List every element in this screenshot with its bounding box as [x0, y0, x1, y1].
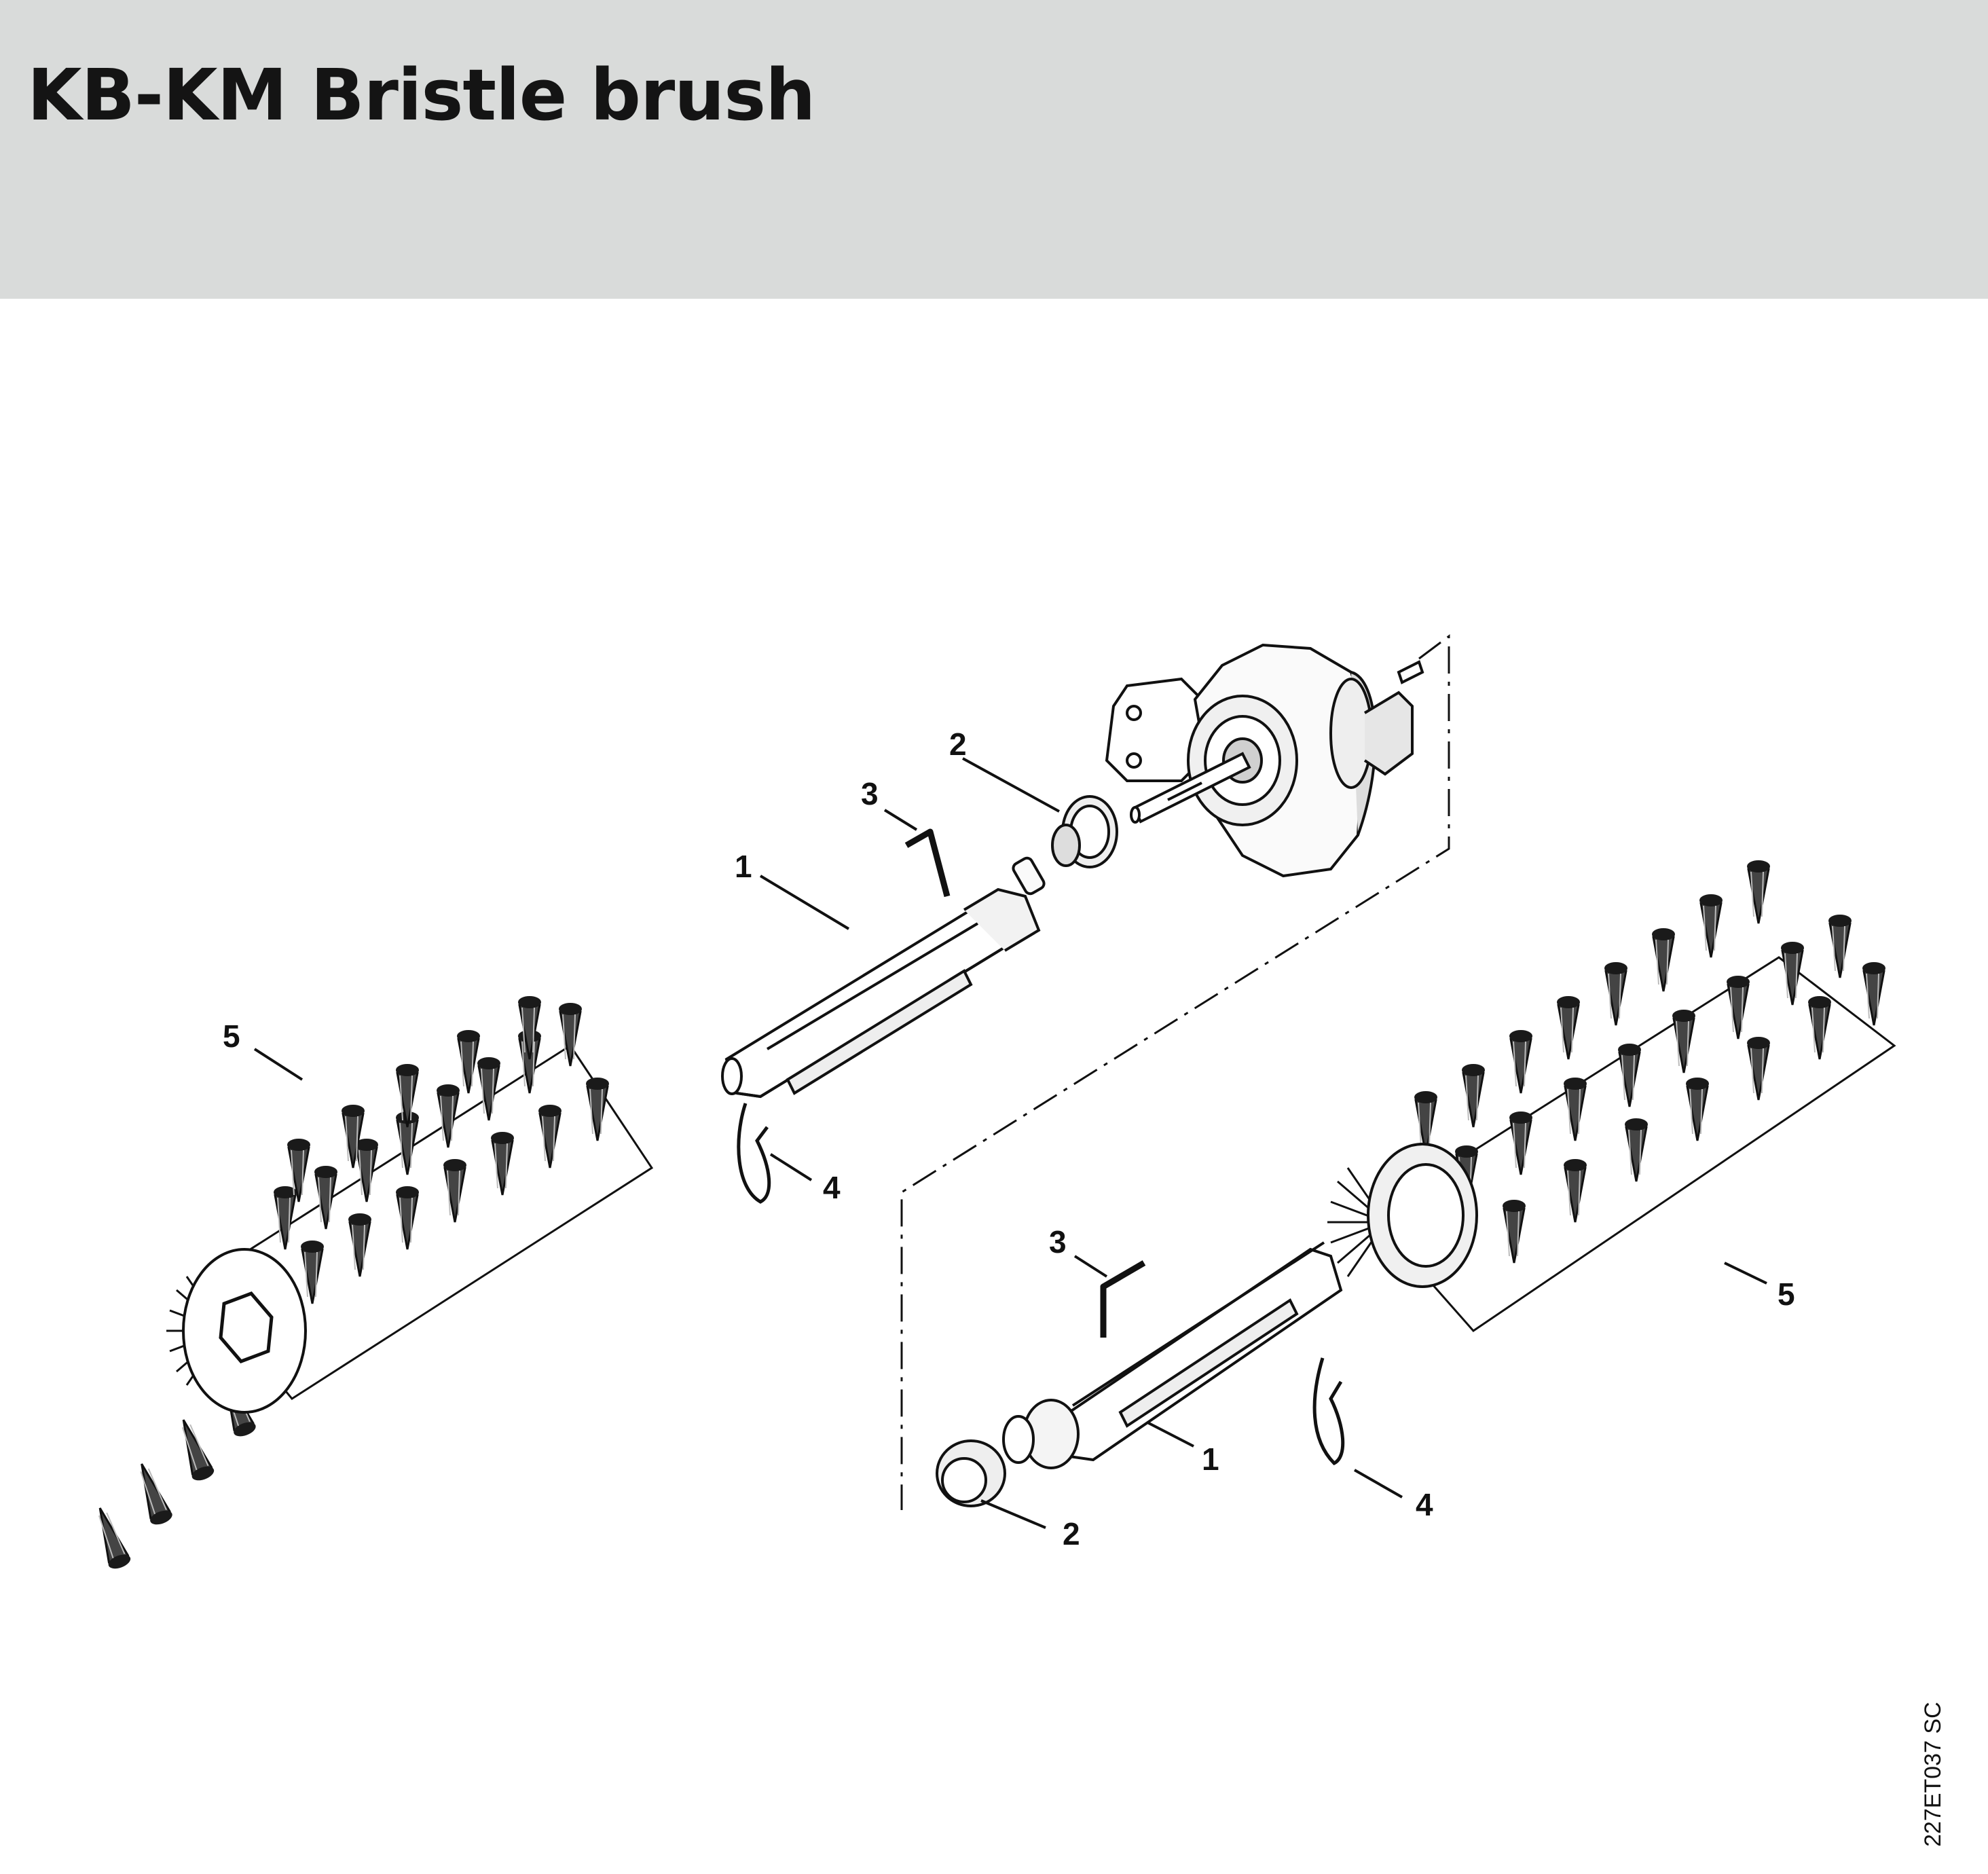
callout-4-bottom: 4: [1416, 1487, 1433, 1522]
callout-2-top: 2: [949, 727, 967, 762]
gearbox-housing: [1105, 643, 1414, 878]
callout-3-bottom: 3: [1049, 1224, 1067, 1260]
bent-pin-upper: [904, 828, 951, 898]
page-header: [0, 0, 1988, 299]
hair-clip-upper: [737, 1103, 771, 1204]
callout-5-left: 5: [223, 1018, 240, 1054]
bushing-upper: [1051, 795, 1118, 868]
callout-1-top: 1: [735, 849, 752, 884]
callout-4-top: 4: [823, 1170, 841, 1205]
bent-pin-lower: [1100, 1260, 1146, 1338]
page-title: KB-KM Bristle brush: [27, 54, 815, 136]
leader-lines: [253, 757, 1767, 1529]
callout-1-bottom: 1: [1202, 1441, 1219, 1477]
drive-shaft: [1130, 660, 1424, 824]
bristle-brush-left: [88, 995, 654, 1573]
callout-2-bottom: 2: [1063, 1516, 1080, 1551]
hex-shaft-upper: [721, 856, 1046, 1099]
hex-shaft-lower: [1002, 1241, 1343, 1469]
callout-3-top: 3: [861, 776, 879, 811]
hex-bore-left: [219, 1291, 274, 1363]
image-code: 227ET037 SC: [1920, 1702, 1946, 1847]
bristle-brush-right: [1326, 859, 1896, 1332]
callout-5-right: 5: [1778, 1276, 1795, 1312]
hair-clip-lower: [1312, 1357, 1345, 1466]
bushing-lower: [936, 1439, 1006, 1507]
assembly-dashdot-line: [900, 634, 1450, 1510]
